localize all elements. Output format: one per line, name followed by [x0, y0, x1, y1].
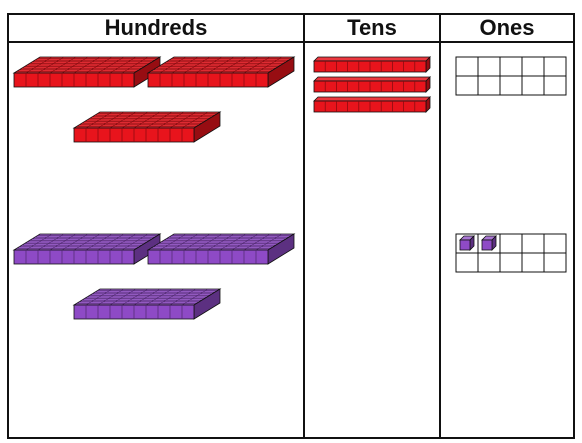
unit-cube-icon: [460, 236, 474, 250]
hundred-flat-block-icon: [148, 57, 294, 87]
unit-cube-icon: [482, 236, 496, 250]
tens-header: Tens: [304, 14, 440, 42]
ten-rod-block-icon: [314, 97, 430, 112]
ten-rod-block-icon: [314, 77, 430, 92]
ten-frame-cell: [478, 253, 500, 272]
ten-frame-cell: [522, 253, 544, 272]
hundred-flat-block-icon: [74, 112, 220, 142]
ten-frame-cell: [456, 57, 478, 76]
ten-frame-cell: [522, 234, 544, 253]
hundred-flat-block-icon: [14, 57, 160, 87]
ten-rod-block-icon: [314, 57, 430, 72]
ten-frame-icon: [456, 57, 566, 95]
ten-frame-cell: [500, 253, 522, 272]
ten-frame-cell: [544, 57, 566, 76]
ten-frame-cell: [544, 76, 566, 95]
ten-frame-cell: [522, 57, 544, 76]
hundred-flat-block-icon: [148, 234, 294, 264]
ten-frame-cell: [544, 253, 566, 272]
ten-frame-cell: [500, 234, 522, 253]
ten-frame-cell: [456, 76, 478, 95]
ten-frame-cell: [500, 76, 522, 95]
ten-frame-cell: [456, 253, 478, 272]
ten-frame-cell: [478, 57, 500, 76]
hundreds-header: Hundreds: [8, 14, 304, 42]
ones-header: Ones: [440, 14, 574, 42]
hundred-flat-block-icon: [14, 234, 160, 264]
ten-frame-cell: [478, 76, 500, 95]
hundred-flat-block-icon: [74, 289, 220, 319]
ten-frame-cell: [500, 57, 522, 76]
ten-frame-cell: [522, 76, 544, 95]
ten-frame-cell: [544, 234, 566, 253]
